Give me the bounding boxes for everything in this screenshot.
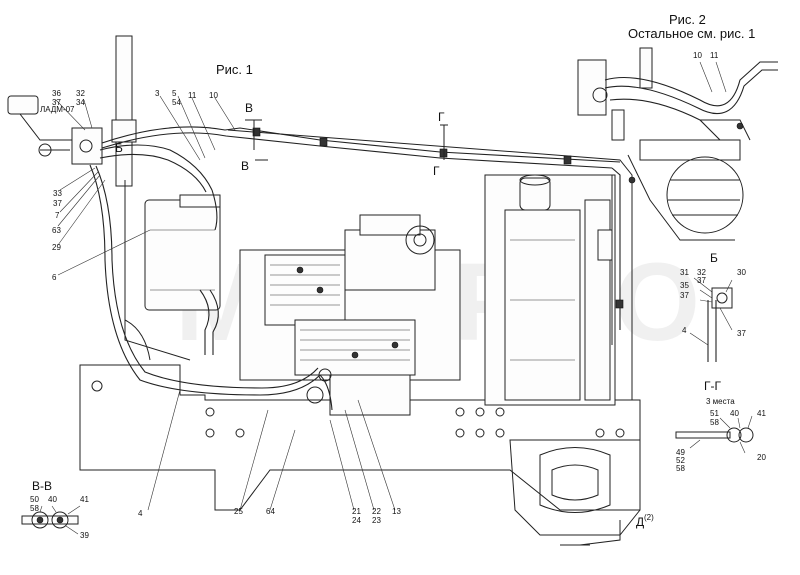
fig2-pump [577, 59, 607, 116]
detail-b-callout-35: 35 [680, 281, 689, 290]
tractor-main-view [7, 35, 641, 546]
gg-plate [675, 431, 731, 439]
callout-34: 34 [76, 98, 85, 107]
hydraulic-filter [144, 199, 221, 311]
callout-6: 6 [52, 273, 57, 282]
gg-callout-20: 20 [757, 453, 766, 462]
section-d-sup: (2) [644, 513, 654, 522]
steering-pump [7, 95, 39, 115]
expansion-tank [519, 177, 551, 211]
vv-callout-41: 41 [80, 495, 89, 504]
oil-pan [329, 374, 411, 416]
callout-24: 24 [352, 516, 361, 525]
vv-callout-39: 39 [80, 531, 89, 540]
section-v-lower: В [241, 159, 249, 173]
callout-64: 64 [266, 507, 275, 516]
callout-54: 54 [172, 98, 181, 107]
fig2-callout-10: 10 [693, 51, 702, 60]
callout-10: 10 [209, 91, 218, 100]
vv-callout-58: 58 [30, 504, 39, 513]
callout-23: 23 [372, 516, 381, 525]
section-g-lower: Г [433, 164, 440, 178]
labels: Рис. 1 Рис. 2 Остальное см. рис. 1 ЛАДМ-… [30, 12, 766, 540]
chassis-frame [79, 364, 641, 511]
gg-callout-52: 52 [676, 456, 685, 465]
gg-callout-41: 41 [757, 409, 766, 418]
gg-callout-58: 58 [710, 418, 719, 427]
section-vv-title: В-В [32, 479, 52, 493]
valve-block [71, 127, 103, 165]
gg-callout-40: 40 [730, 409, 739, 418]
figure-1-title: Рис. 1 [216, 62, 253, 77]
radiator-core [504, 209, 581, 401]
gg-callout-58b: 58 [676, 464, 685, 473]
section-g-g [675, 415, 754, 454]
detail-b-callout-31: 31 [680, 268, 689, 277]
leader-lines [55, 95, 396, 511]
callout-29: 29 [52, 243, 61, 252]
callout-37b: 37 [53, 199, 62, 208]
detail-b-callout-37c: 37 [737, 329, 746, 338]
section-b-left: Б [115, 141, 123, 155]
figure-2-title: Рис. 2 [669, 12, 706, 27]
detail-b-callout-4: 4 [682, 326, 687, 335]
callout-13: 13 [392, 507, 401, 516]
callout-25: 25 [234, 507, 243, 516]
exhaust-pipe [115, 35, 133, 187]
callout-7: 7 [55, 211, 60, 220]
detail-b-fitting [711, 287, 733, 309]
detail-b-callout-32: 32 [697, 268, 706, 277]
fig2-callout-11: 11 [710, 51, 719, 60]
cylinder-head [344, 229, 436, 291]
callout-63: 63 [52, 226, 61, 235]
hydraulic-hoses [89, 126, 621, 411]
callout-11: 11 [188, 91, 197, 100]
callout-37a: 37 [52, 98, 61, 107]
hood-outline [227, 129, 633, 400]
section-g-upper: Г [438, 110, 445, 124]
section-gg-title: Г-Г [704, 379, 721, 393]
detail-b-callout-30: 30 [737, 268, 746, 277]
section-v-v [21, 505, 81, 535]
section-b-detail: Б [710, 251, 718, 265]
callout-21: 21 [352, 507, 361, 516]
detail-b [689, 277, 733, 362]
detail-b-callout-37a: 37 [697, 276, 706, 285]
callout-36: 36 [52, 89, 61, 98]
callout-3: 3 [155, 89, 160, 98]
callout-22: 22 [372, 507, 381, 516]
section-d-mark: Д [636, 515, 644, 529]
vv-callout-50: 50 [30, 495, 39, 504]
callout-4: 4 [138, 509, 143, 518]
callout-33: 33 [53, 189, 62, 198]
fan-shroud [666, 156, 744, 234]
callout-5: 5 [172, 89, 177, 98]
detail-b-callout-37b: 37 [680, 291, 689, 300]
callout-32: 32 [76, 89, 85, 98]
figure-2-note: Остальное см. рис. 1 [628, 26, 755, 41]
section-v-upper: В [245, 101, 253, 115]
figure-2-detail [577, 47, 778, 241]
gg-callout-49: 49 [676, 448, 685, 457]
section-gg-note: 3 места [706, 397, 735, 406]
vv-callout-40: 40 [48, 495, 57, 504]
tag-ladm: ЛАДМ-07 [40, 105, 75, 114]
gg-callout-51: 51 [710, 409, 719, 418]
